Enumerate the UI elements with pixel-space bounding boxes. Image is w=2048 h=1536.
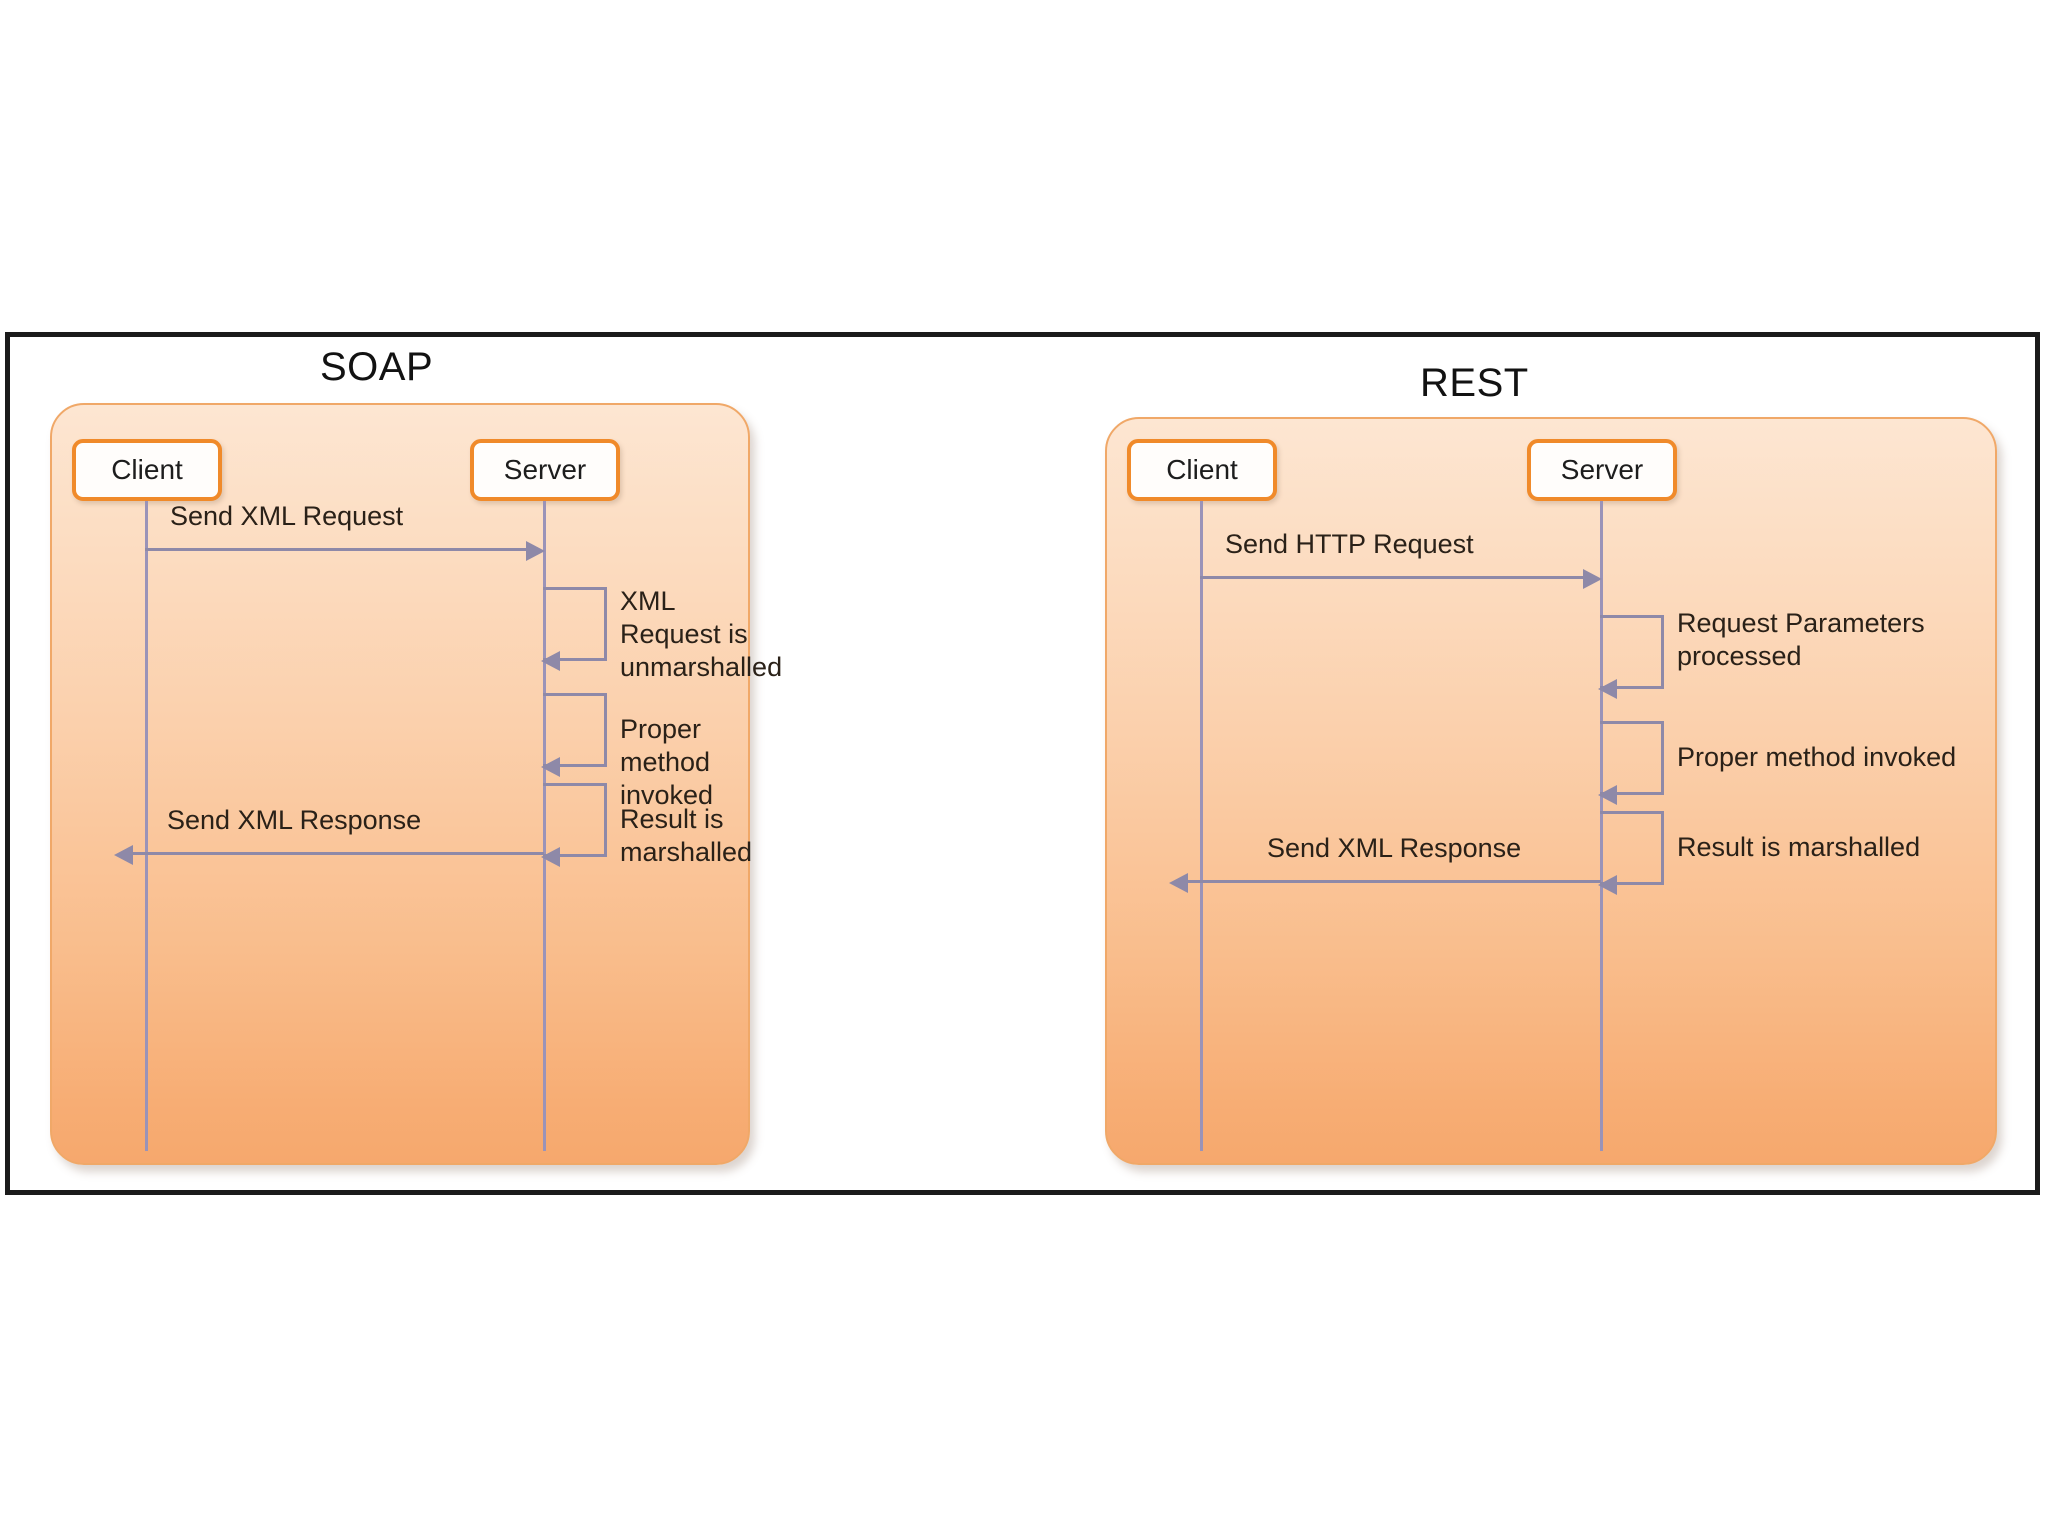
selfcall-note-rest-3: Result is marshalled	[1677, 832, 1921, 862]
diagram-frame: SOAP Client Server Send XML Request XML …	[5, 332, 2040, 1195]
participant-client-soap[interactable]: Client	[72, 439, 222, 501]
message-label-rest-request: Send HTTP Request	[1225, 529, 1474, 559]
selfcall-note-rest-1: Request Parameters processed	[1677, 608, 1925, 671]
participant-label: Client	[111, 454, 183, 485]
selfcall-arrow-soap-3	[541, 847, 560, 867]
message-line-rest-response	[1187, 880, 1601, 883]
selfcall-note-soap-2: Proper method invoked	[620, 714, 714, 810]
selfcall-arrow-rest-1	[1598, 679, 1617, 699]
panel-rest: Client Server Send HTTP Request Request …	[1105, 417, 1997, 1165]
message-arrow-soap-response	[114, 845, 133, 865]
message-arrow-rest-response	[1169, 873, 1188, 893]
participant-label: Server	[1560, 454, 1644, 485]
selfcall-box-rest-2	[1600, 721, 1664, 795]
message-arrow-rest-request	[1583, 569, 1602, 589]
message-line-rest-request	[1200, 576, 1587, 579]
participant-label: Client	[1166, 454, 1238, 485]
selfcall-box-rest-3	[1600, 811, 1664, 885]
message-label-soap-response: Send XML Response	[167, 805, 422, 835]
selfcall-box-soap-2	[543, 693, 607, 767]
message-label-soap-request: Send XML Request	[170, 501, 404, 531]
participant-server-rest[interactable]: Server	[1527, 439, 1677, 501]
selfcall-box-rest-1	[1600, 615, 1664, 689]
lifeline-server-soap	[543, 501, 546, 1151]
lifeline-client-rest	[1200, 501, 1203, 1151]
message-line-soap-request	[145, 548, 530, 551]
participant-label: Server	[503, 454, 587, 485]
message-line-soap-response	[132, 852, 544, 855]
selfcall-arrow-rest-3	[1598, 875, 1617, 895]
message-arrow-soap-request	[526, 541, 545, 561]
lifeline-server-rest	[1600, 501, 1603, 1151]
selfcall-arrow-soap-2	[541, 757, 560, 777]
lifeline-client-soap	[145, 501, 148, 1151]
panel-title-rest: REST	[1420, 361, 1529, 405]
participant-server-soap[interactable]: Server	[470, 439, 620, 501]
selfcall-arrow-rest-2	[1598, 785, 1617, 805]
selfcall-note-rest-2: Proper method invoked	[1677, 742, 1957, 772]
panel-soap: Client Server Send XML Request XML Reque…	[50, 403, 782, 1165]
participant-client-rest[interactable]: Client	[1127, 439, 1277, 501]
selfcall-note-soap-1: XML Request is unmarshalled	[620, 586, 783, 682]
selfcall-arrow-soap-1	[541, 651, 560, 671]
selfcall-box-soap-3	[543, 783, 607, 857]
selfcall-box-soap-1	[543, 587, 607, 661]
panel-title-soap: SOAP	[320, 345, 434, 389]
selfcall-note-soap-3: Result is marshalled	[620, 804, 753, 867]
message-label-rest-response: Send XML Response	[1267, 833, 1522, 863]
